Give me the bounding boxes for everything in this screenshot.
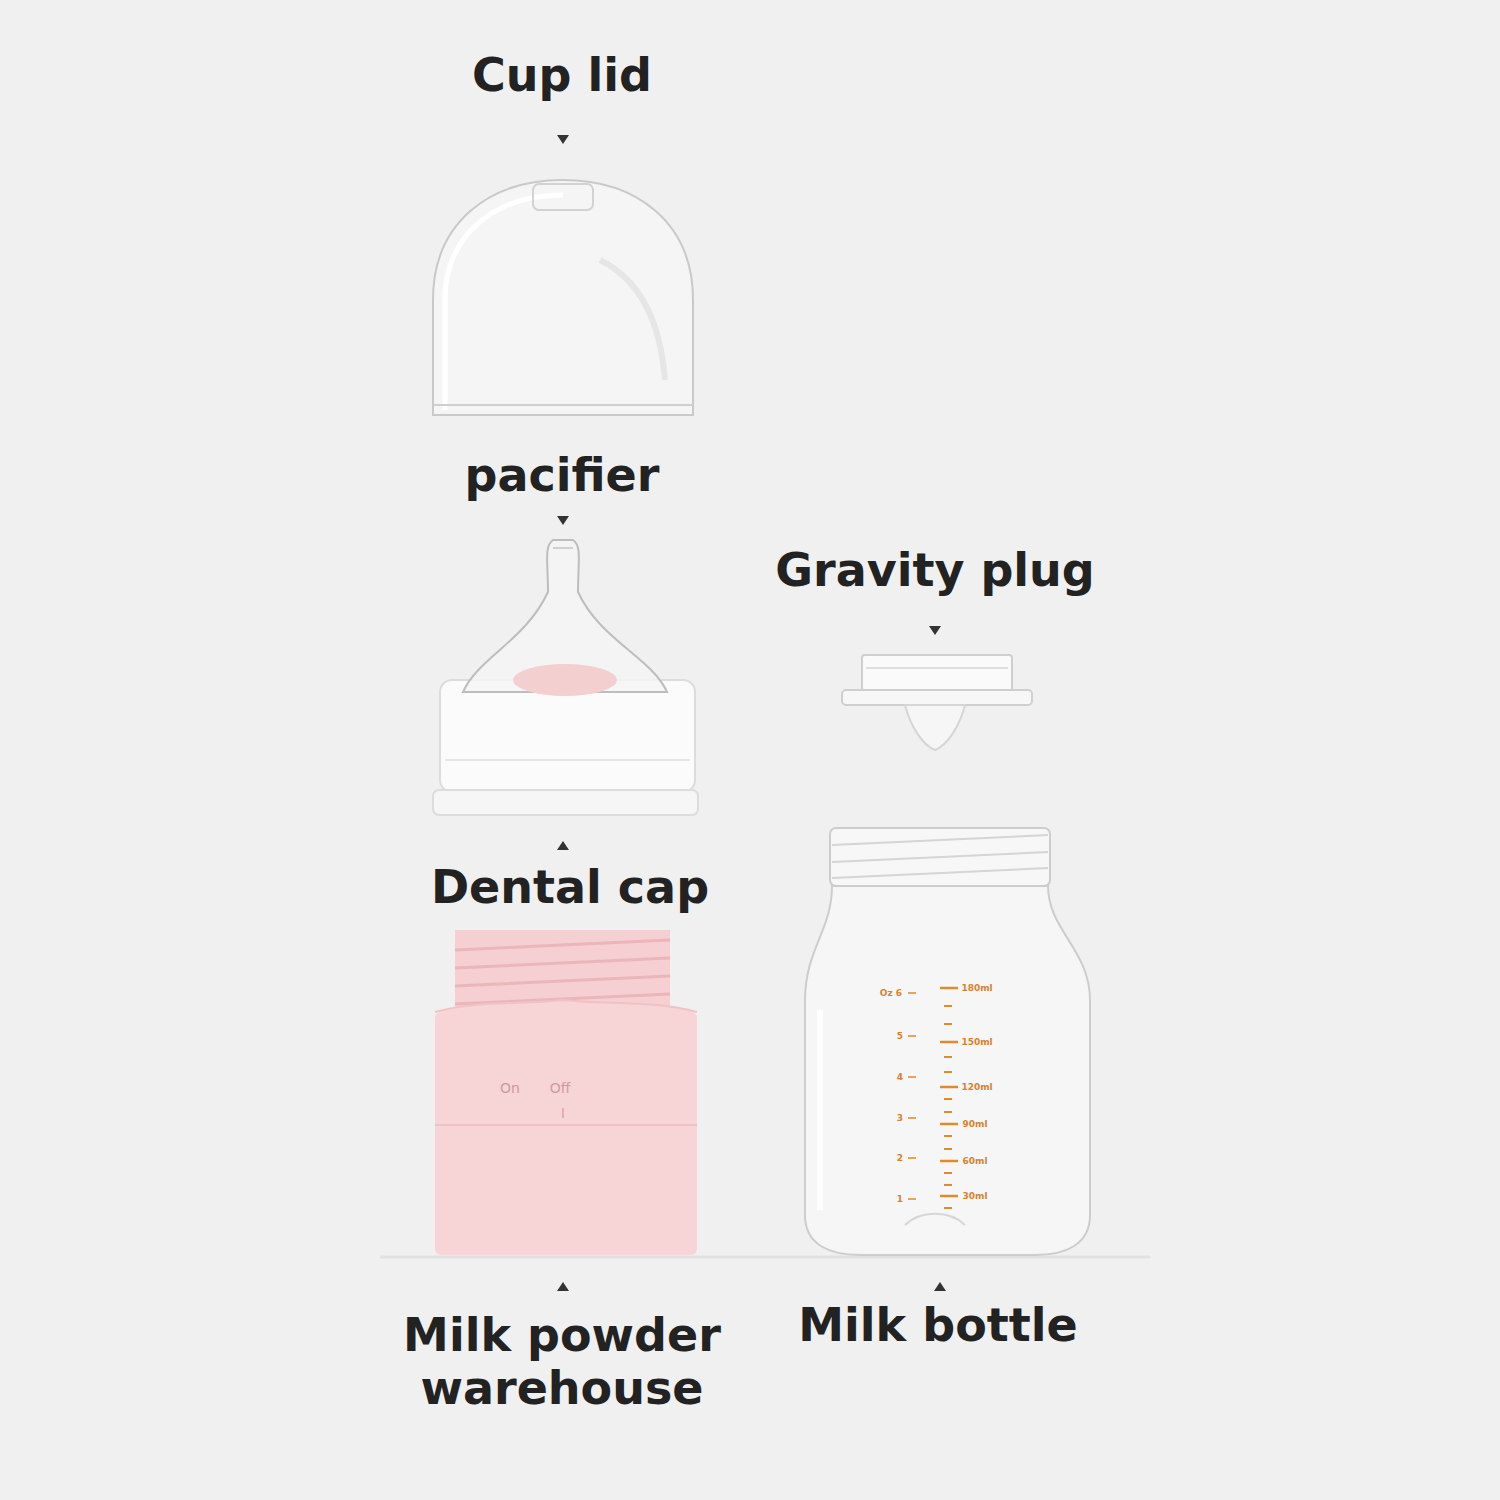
switch-mark: On	[500, 1080, 520, 1096]
part-name: Milk powder warehouse	[397, 1309, 727, 1415]
scale-mark: 90ml	[963, 1119, 988, 1130]
scale-ticks	[940, 988, 958, 1196]
gravity-plug-drawing	[842, 655, 1032, 750]
oz-mark: 4	[897, 1072, 903, 1083]
scale-mark: 150ml	[961, 1037, 992, 1048]
part-name: Milk bottle	[798, 1299, 1077, 1352]
scale-mark: 30ml	[963, 1191, 988, 1202]
part-name: Dental cap	[431, 861, 709, 914]
oz-mark: 1	[897, 1194, 903, 1205]
milk-bottle-drawing	[805, 828, 1090, 1255]
cup-lid-drawing	[433, 180, 693, 415]
oz-mark: 5	[897, 1031, 903, 1042]
part-name: Cup lid	[472, 49, 652, 102]
scale-minor-ticks	[944, 1006, 952, 1208]
powder-warehouse-drawing	[435, 930, 697, 1255]
scale-mark: 120ml	[961, 1082, 992, 1093]
pacifier-drawing	[433, 540, 698, 815]
oz-mark: 2	[897, 1153, 903, 1164]
part-name: Gravity plug	[775, 544, 1095, 597]
part-name: pacifier	[465, 449, 660, 502]
scale-mark: 60ml	[963, 1156, 988, 1167]
oz-mark: Oz 6	[880, 988, 902, 999]
oz-mark: 3	[897, 1113, 903, 1124]
scale-mark: 180ml	[961, 983, 992, 994]
oz-ticks	[908, 993, 916, 1199]
switch-mark: Off	[550, 1080, 571, 1096]
pointer-triangles	[557, 135, 946, 1291]
